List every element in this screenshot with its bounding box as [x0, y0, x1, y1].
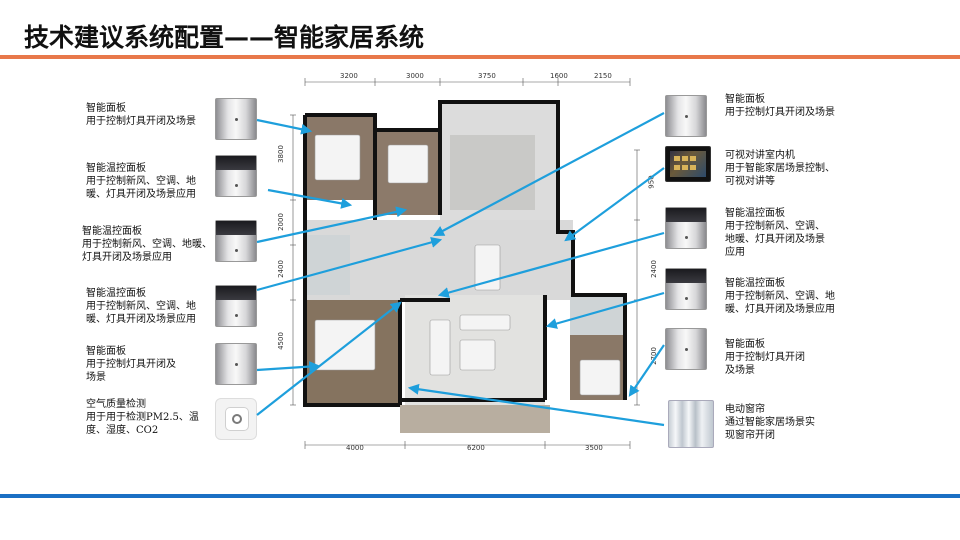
dim-top-2: 3000 — [406, 72, 424, 80]
left-device-4-text: 智能温控面板用于控制新风、空调、地暖、灯具开闭及场景应用 — [86, 288, 196, 325]
right-device-6-text: 电动窗帘通过智能家居场景实现窗帘开闭 — [725, 404, 815, 441]
dim-right-1: 950 — [647, 175, 656, 189]
page-title: 技术建议系统配置——智能家居系统 — [24, 23, 425, 52]
left-device-5-text: 智能面板用于控制灯具开闭及场景 — [86, 346, 176, 383]
smart-thermostat-icon — [215, 220, 257, 262]
dim-left-3: 2400 — [276, 260, 285, 278]
right-device-2-text: 可视对讲室内机用于智能家居场景控制、可视对讲等 — [725, 150, 835, 187]
smart-panel-icon — [665, 328, 707, 370]
left-device-1-text: 智能面板用于控制灯具开闭及场景 — [86, 103, 196, 127]
left-device-6-text: 空气质量检测用于用于检测PM2.5、温度、湿度、CO2 — [86, 399, 199, 436]
dim-bottom-2: 6200 — [467, 444, 485, 452]
right-device-3-text: 智能温控面板用于控制新风、空调、地暖、灯具开闭及场景应用 — [725, 208, 825, 258]
dim-top-3: 3750 — [478, 72, 496, 80]
right-device-4-text: 智能温控面板用于控制新风、空调、地暖、灯具开闭及场景应用 — [725, 278, 835, 315]
title-rule — [0, 55, 960, 59]
dim-left-4: 4500 — [276, 332, 285, 350]
dim-left-2: 2000 — [276, 213, 285, 231]
smart-thermostat-icon — [665, 268, 707, 310]
dim-top-4: 1600 — [550, 72, 568, 80]
air-quality-sensor-icon — [215, 398, 257, 440]
dim-right-3: 2700 — [649, 347, 658, 365]
electric-curtain-icon — [668, 400, 714, 448]
right-device-5-text: 智能面板用于控制灯具开闭及场景 — [725, 339, 805, 376]
right-device-1-text: 智能面板用于控制灯具开闭及场景 — [725, 94, 835, 118]
dim-left-1: 3800 — [276, 145, 285, 163]
bottom-rule — [0, 494, 960, 498]
floor-plan — [290, 78, 640, 449]
smart-thermostat-icon — [665, 207, 707, 249]
dim-top-1: 3200 — [340, 72, 358, 80]
smart-thermostat-icon — [215, 285, 257, 327]
dim-right-2: 2400 — [649, 260, 658, 278]
left-device-2-text: 智能温控面板用于控制新风、空调、地暖、灯具开闭及场景应用 — [86, 163, 196, 200]
left-device-3-text: 智能温控面板用于控制新风、空调、地暖、灯具开闭及场景应用 — [82, 226, 212, 263]
smart-panel-icon — [215, 98, 257, 140]
smart-thermostat-icon — [215, 155, 257, 197]
video-intercom-tablet-icon — [665, 146, 711, 182]
smart-panel-icon — [665, 95, 707, 137]
dim-bottom-3: 3500 — [585, 444, 603, 452]
dim-top-5: 2150 — [594, 72, 612, 80]
smart-panel-icon — [215, 343, 257, 385]
dim-bottom-1: 4000 — [346, 444, 364, 452]
